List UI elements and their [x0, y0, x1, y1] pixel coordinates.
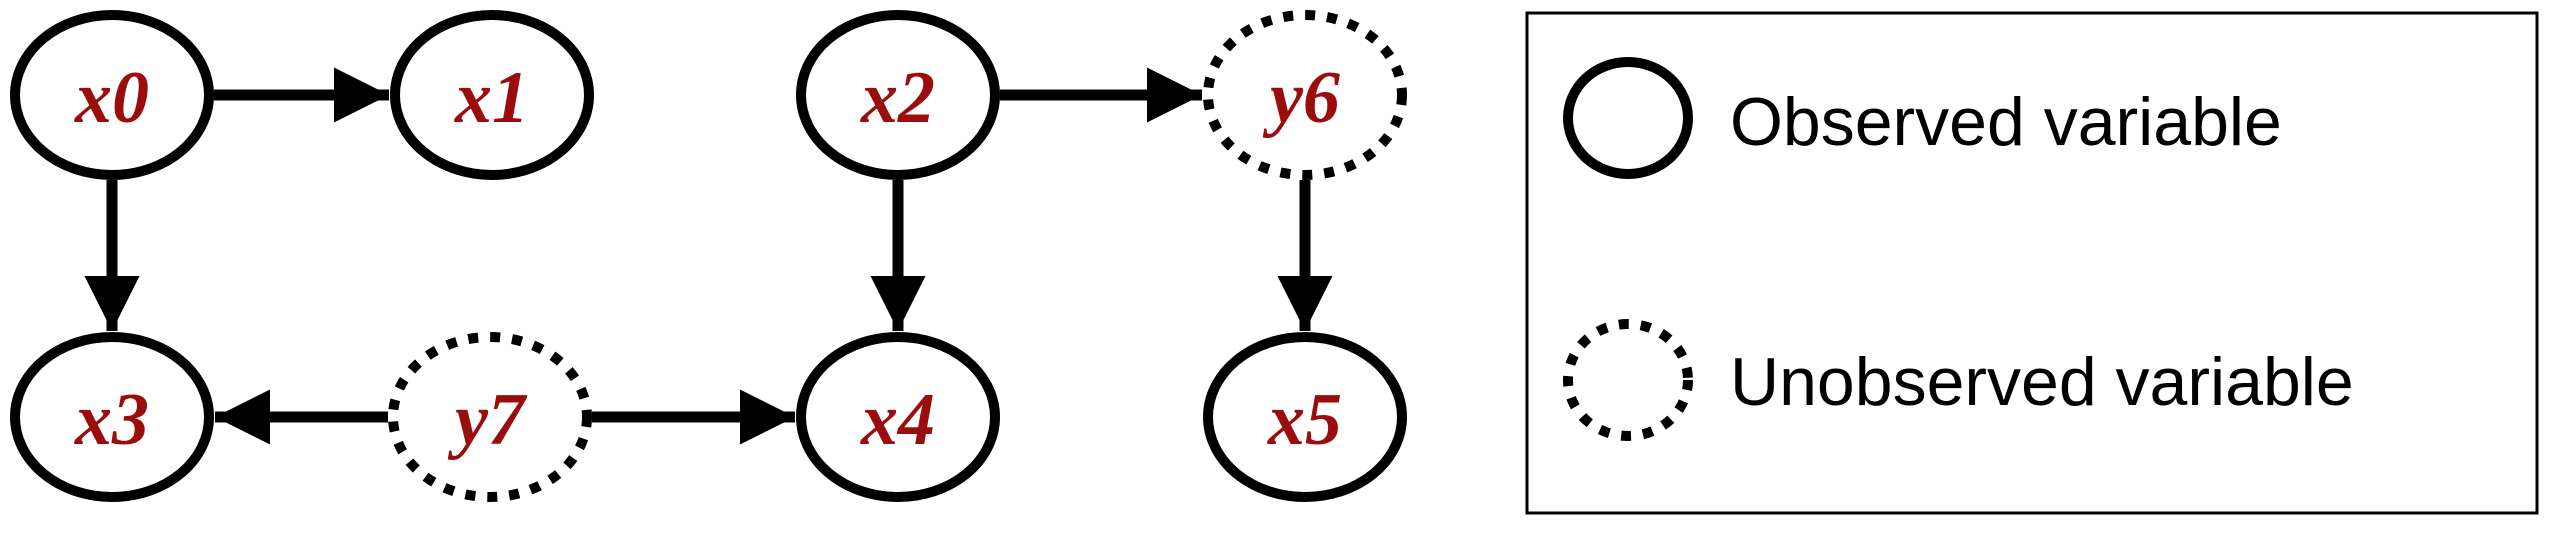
node-label-x3: x3	[74, 379, 149, 461]
legend-observed-label: Observed variable	[1730, 84, 2282, 160]
node-label-y6: y6	[1262, 57, 1340, 139]
node-x0: x0	[10, 10, 214, 180]
unobserved-node-icon	[1563, 319, 1693, 441]
observed-node-shape	[390, 10, 594, 180]
observed-node-icon	[1563, 57, 1693, 179]
node-label-x4: x4	[860, 379, 935, 461]
node-label-x2: x2	[860, 57, 935, 139]
node-label-x1: x1	[454, 57, 529, 139]
unobserved-node-shape	[1203, 10, 1407, 180]
observed-node-shape	[796, 10, 1000, 180]
observed-node-shape	[10, 10, 214, 180]
node-y6: y6	[1203, 10, 1407, 180]
observed-node-shape	[796, 332, 1000, 502]
node-label-y7: y7	[447, 379, 528, 461]
node-x3: x3	[10, 332, 214, 502]
node-x1: x1	[390, 10, 594, 180]
node-x5: x5	[1203, 332, 1407, 502]
legend-unobserved-label: Unobserved variable	[1730, 344, 2354, 420]
node-x4: x4	[796, 332, 1000, 502]
node-y7: y7	[388, 332, 592, 502]
observed-node-shape	[10, 332, 214, 502]
edges-layer	[84, 67, 1333, 445]
unobserved-node-shape	[388, 332, 592, 502]
observed-node-shape	[1203, 332, 1407, 502]
node-label-x5: x5	[1267, 379, 1342, 461]
node-label-x0: x0	[74, 57, 149, 139]
legend-box	[1525, 11, 2539, 515]
node-x2: x2	[796, 10, 1000, 180]
legend: Observed variable Unobserved variable	[1525, 11, 2539, 515]
